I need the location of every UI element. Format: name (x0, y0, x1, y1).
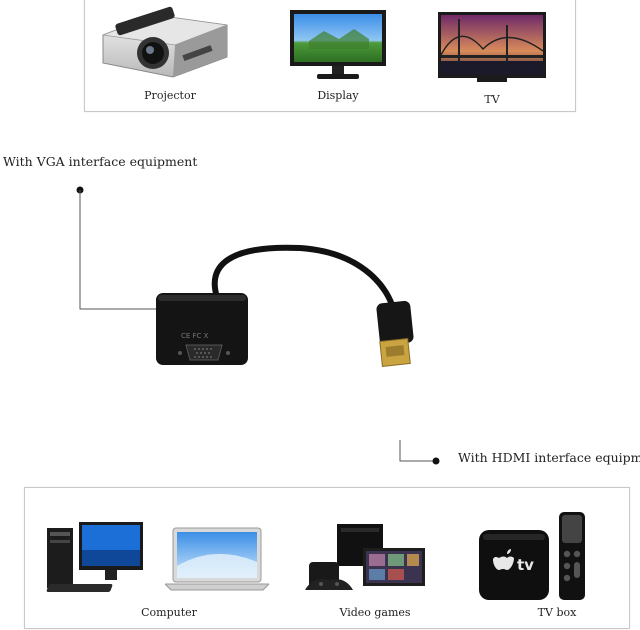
hdmi-callout-dot (432, 457, 440, 465)
video-games-icon (301, 522, 433, 592)
tv-box-label: TV box (537, 606, 577, 619)
video-games-label: Video games (339, 606, 411, 619)
display-icon (289, 9, 387, 83)
computer-label: Computer (141, 606, 197, 619)
bottom-device-panel: Computer (24, 487, 630, 629)
tv-icon (437, 11, 547, 85)
hdmi-callout-line (399, 440, 436, 462)
hdmi-callout-text: With HDMI interface equipment (458, 450, 640, 465)
vga-callout-line (79, 190, 160, 310)
vga-callout-text: With VGA interface equipment (3, 154, 198, 169)
laptop-icon (165, 526, 269, 594)
computer-icon (43, 518, 147, 598)
projector-icon (95, 5, 235, 81)
hdmi-to-vga-adapter-icon: CE FC X (0, 170, 640, 480)
projector-label: Projector (144, 89, 196, 102)
tv-box-icon: tv (477, 510, 591, 602)
tv-box-brand: tv (517, 556, 534, 574)
tv-label: TV (484, 93, 500, 106)
top-device-panel: Projector Display (84, 0, 576, 112)
adapter-markings: CE FC X (181, 332, 209, 340)
display-label: Display (317, 89, 359, 102)
